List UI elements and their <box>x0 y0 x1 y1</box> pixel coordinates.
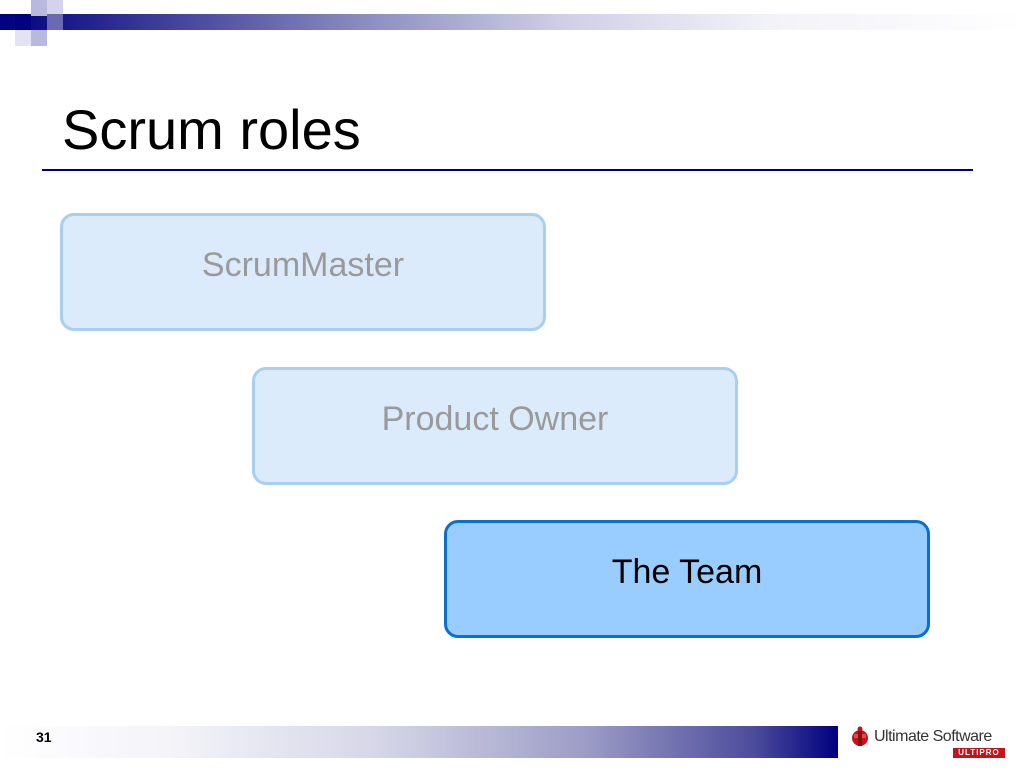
logo-tag: ULTIPRO <box>953 748 1005 758</box>
role-label: ScrumMaster <box>201 245 405 284</box>
role-label: Product Owner <box>381 399 609 438</box>
title-underline <box>42 169 973 171</box>
company-logo: Ultimate Software ULTIPRO <box>848 725 1008 761</box>
top-decorative-band <box>0 14 1024 30</box>
decorative-square <box>15 30 31 46</box>
logo-name: Ultimate Software <box>874 728 992 745</box>
decorative-square <box>47 0 63 14</box>
decorative-square <box>47 14 63 30</box>
role-box-the-team: The Team <box>444 520 930 638</box>
bottom-decorative-band <box>0 726 838 758</box>
decorative-square <box>15 14 31 30</box>
slide-title: Scrum roles <box>62 98 361 161</box>
role-box-product-owner: Product Owner <box>252 367 738 485</box>
role-box-scrummaster: ScrumMaster <box>60 213 546 331</box>
slide-number: 31 <box>36 729 52 745</box>
role-label: The Team <box>611 552 763 591</box>
ultimate-software-logo-icon <box>852 726 868 746</box>
decorative-square <box>31 30 47 46</box>
decorative-square <box>31 0 47 16</box>
